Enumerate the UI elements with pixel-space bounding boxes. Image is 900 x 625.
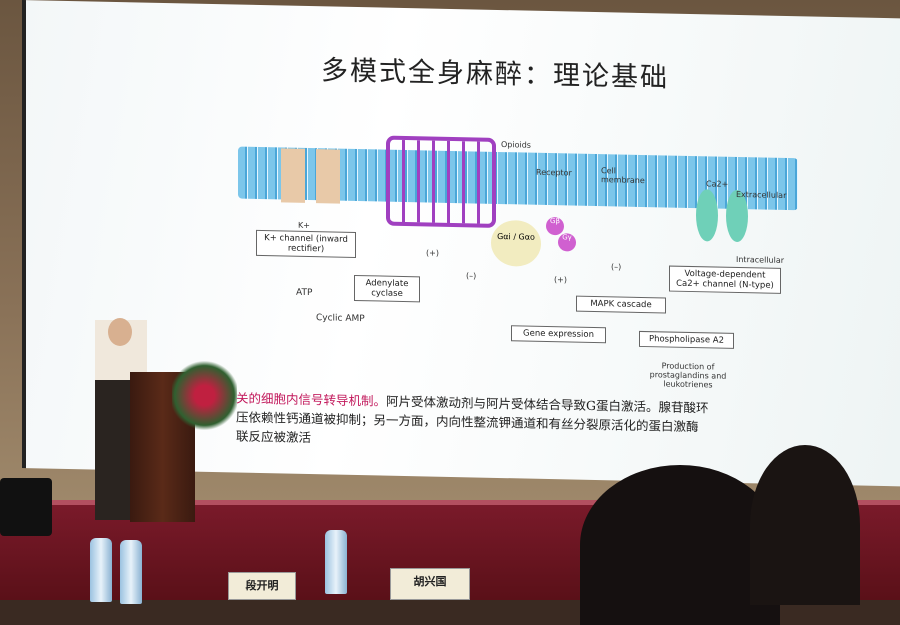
water-bottle (90, 538, 112, 602)
audience-head (750, 445, 860, 605)
name-card: 段开明 (228, 572, 296, 600)
g-alpha: Gαi / Gαo (491, 219, 541, 267)
label-atp: ATP (296, 287, 313, 299)
label-intracellular: Intracellular (736, 254, 785, 265)
label-plus-2: (+) (554, 275, 567, 285)
label-minus-1: (–) (466, 271, 477, 281)
label-plus-1: (+) (426, 248, 439, 258)
label-k: K+ (298, 220, 310, 231)
label-production: Production of prostaglandins and leukotr… (649, 361, 727, 390)
vdcc-box: Voltage-dependent Ca2+ channel (N-type) (669, 265, 781, 295)
k-channel-box: K+ channel (inward rectifier) (256, 229, 356, 259)
audience-head (580, 465, 780, 625)
label-extracellular: Extracellular (736, 189, 787, 201)
label-ca: Ca2+ (706, 179, 729, 189)
label-receptor: Receptor (536, 167, 572, 178)
flower-arrangement (172, 358, 237, 433)
receptor-shape (386, 135, 496, 228)
label-minus-2: (–) (611, 262, 622, 272)
g-gamma: Gγ (558, 233, 576, 252)
gene-expression-box: Gene expression (511, 325, 606, 344)
label-opioids: Opioids (501, 140, 531, 150)
label-cell-membrane: Cell membrane (601, 166, 645, 186)
adenylate-box: Adenylate cyclase (354, 274, 420, 303)
phospholipase-box: Phospholipase A2 (639, 330, 734, 350)
mapk-box: MAPK cascade (576, 295, 666, 314)
k-channel-left (281, 148, 305, 203)
water-bottle (325, 530, 347, 594)
k-channel-right (316, 149, 340, 204)
caption-highlight: 关的细胞内信号转导机制。 (236, 390, 387, 409)
presenter-head (108, 318, 132, 346)
speaker-monitor (0, 478, 52, 536)
label-camp: Cyclic AMP (316, 313, 365, 325)
water-bottle (120, 540, 142, 604)
name-card: 胡兴国 (390, 568, 470, 600)
slide-title: 多模式全身麻醉：理论基础 (321, 55, 669, 94)
ca-channel-left (696, 189, 718, 242)
